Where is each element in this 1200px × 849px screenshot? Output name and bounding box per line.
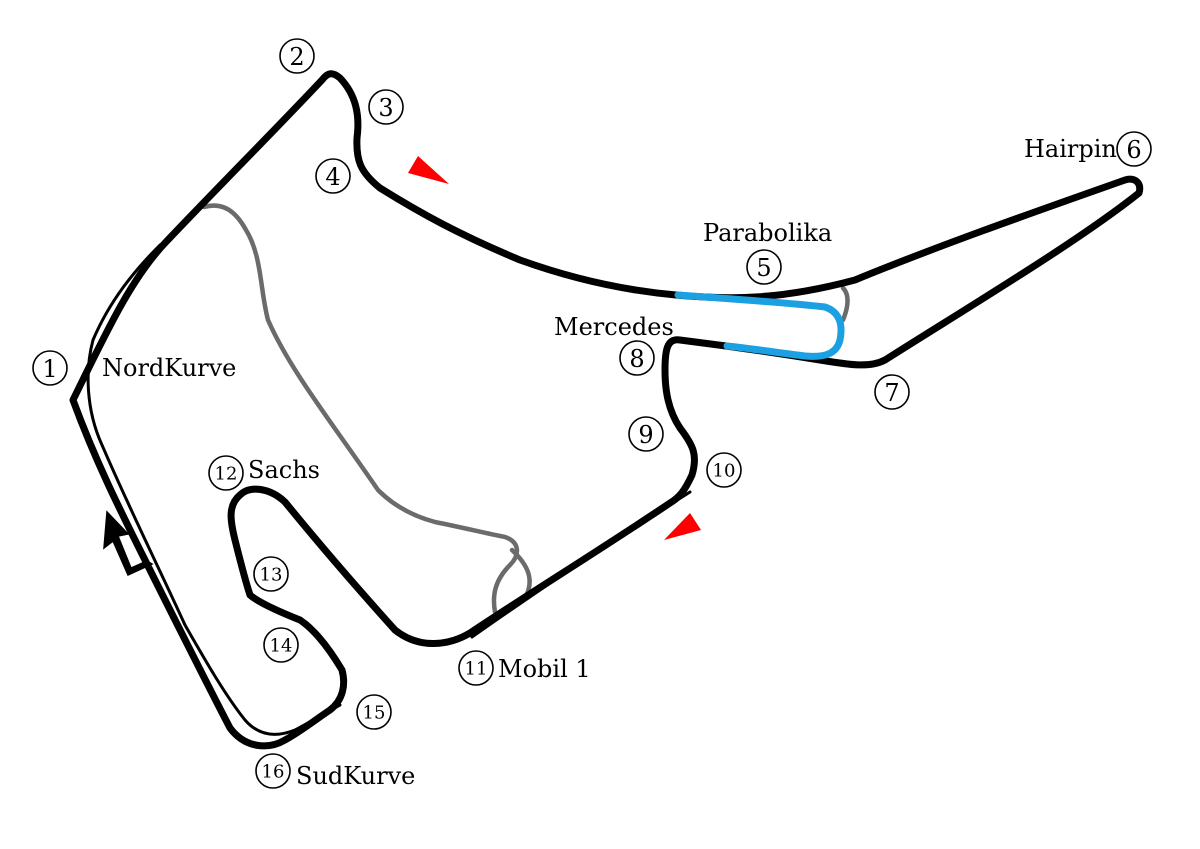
turn-number: 11 — [465, 659, 488, 680]
turn-circle — [458, 650, 494, 686]
corner-label-sachs: Sachs — [248, 456, 320, 484]
turn-circle — [1116, 131, 1152, 167]
turn-marker-6: 6 — [1116, 131, 1152, 167]
turn-number: 13 — [260, 565, 283, 586]
turn-marker-4: 4 — [315, 158, 351, 194]
turn-circle — [263, 627, 299, 663]
turn-marker-13: 13 — [253, 556, 289, 592]
corner-label-parabolika: Parabolika — [703, 219, 832, 247]
turn-circle — [356, 694, 392, 730]
sector-marker-icon — [664, 513, 701, 540]
turn-number: 7 — [884, 379, 899, 407]
turn-number: 5 — [756, 254, 771, 282]
corner-label-sudkurve: SudKurve — [296, 762, 415, 790]
main-track-path — [69, 70, 1144, 750]
sector-marker-icon — [408, 156, 449, 184]
turn-marker-2: 2 — [279, 38, 315, 74]
turn-circle — [32, 350, 68, 386]
corner-label-mercedes: Mercedes — [554, 313, 674, 341]
turn-number: 4 — [325, 163, 340, 191]
turn-marker-5: 5 — [746, 249, 782, 285]
turn-circle — [208, 455, 244, 491]
turn-circle — [253, 556, 289, 592]
turn-number: 15 — [363, 703, 386, 724]
turn-circle — [619, 340, 655, 376]
turn-marker-3: 3 — [368, 89, 404, 125]
turn-number: 12 — [215, 464, 238, 485]
old-layout-path — [201, 203, 520, 615]
back-straight-inner-line — [470, 490, 692, 639]
corner-label-hairpin: Hairpin — [1024, 135, 1117, 163]
turn-circle — [628, 416, 664, 452]
corner-label-nordkurve: NordKurve — [102, 354, 236, 382]
turn-circle — [368, 89, 404, 125]
corner-label-mobil1: Mobil 1 — [498, 655, 591, 683]
turn-circle — [315, 158, 351, 194]
turn-marker-14: 14 — [263, 627, 299, 663]
old-parabolika-link — [840, 285, 850, 323]
direction-arrow-icon — [103, 510, 154, 576]
turn-marker-11: 11 — [458, 650, 494, 686]
turn-marker-15: 15 — [356, 694, 392, 730]
pit-lane-path — [674, 291, 845, 360]
turn-number: 6 — [1126, 136, 1141, 164]
turn-number: 16 — [262, 762, 285, 783]
turn-circle — [279, 38, 315, 74]
turn-number: 2 — [289, 43, 304, 71]
turn-marker-10: 10 — [706, 452, 742, 488]
turn-marker-9: 9 — [628, 416, 664, 452]
turn-number: 10 — [713, 461, 736, 482]
turn-number: 8 — [629, 345, 644, 373]
turn-marker-1: 1 — [32, 350, 68, 386]
turn-circle — [746, 249, 782, 285]
pit-boundary-line — [86, 243, 342, 736]
turn-number: 1 — [42, 355, 57, 383]
turn-number: 3 — [378, 94, 393, 122]
turn-number: 14 — [270, 636, 293, 657]
turn-circle — [706, 452, 742, 488]
turn-number: 9 — [638, 421, 653, 449]
turn-marker-8: 8 — [619, 340, 655, 376]
turn-marker-12: 12 — [208, 455, 244, 491]
turn-circle — [255, 753, 291, 789]
turn-marker-16: 16 — [255, 753, 291, 789]
turn-circle — [874, 374, 910, 410]
turn-marker-7: 7 — [874, 374, 910, 410]
